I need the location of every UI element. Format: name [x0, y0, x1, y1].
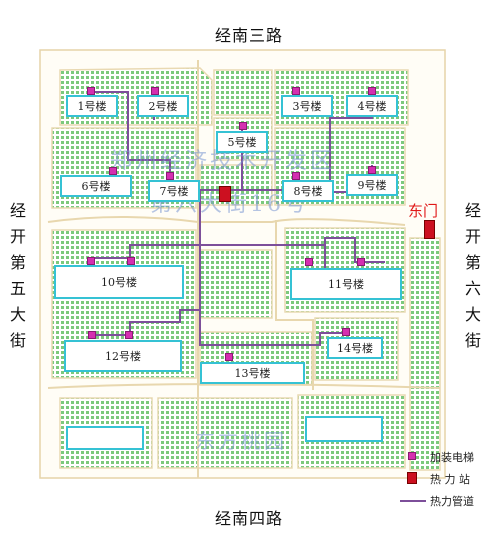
building-14: 14号楼: [327, 337, 383, 359]
building-7: 7号楼: [148, 180, 200, 202]
elevator-marker: [127, 257, 135, 265]
elevator-marker: [368, 166, 376, 174]
elevator-marker: [292, 87, 300, 95]
legend-heat-station-swatch: [407, 472, 417, 484]
heat-station-marker: [219, 186, 231, 202]
building-12: 12号楼: [64, 340, 182, 372]
elevator-marker: [342, 328, 350, 336]
building-unlabeled: [305, 416, 383, 442]
building-8: 8号楼: [282, 180, 334, 202]
elevator-marker: [151, 87, 159, 95]
building-10: 10号楼: [54, 265, 184, 299]
road-north-label: 经南三路: [215, 26, 284, 45]
road-east-label: 经开第六大街: [464, 201, 481, 350]
elevator-marker: [292, 172, 300, 180]
elevator-marker: [225, 353, 233, 361]
road-west-label: 经开第五大街: [9, 201, 26, 350]
legend-elevator-label: 加装电梯: [430, 451, 474, 464]
building-9: 9号楼: [346, 174, 398, 196]
elevator-marker: [357, 258, 365, 266]
elevator-marker: [87, 87, 95, 95]
legend-elevator-swatch: [408, 452, 416, 460]
east-gate-label: 东门: [408, 202, 439, 220]
interior-roads: [47, 60, 441, 478]
legend-heat-station-label: 热 力 站: [430, 473, 470, 486]
community-name-watermark: 东方桃园: [195, 429, 287, 453]
elevator-marker: [368, 87, 376, 95]
building-11: 11号楼: [290, 268, 402, 300]
building-5: 5号楼: [216, 131, 268, 153]
elevator-marker: [87, 257, 95, 265]
elevator-marker: [239, 122, 247, 130]
building-2: 2号楼: [137, 95, 189, 117]
building-3: 3号楼: [281, 95, 333, 117]
legend-heat-pipe-swatch: [400, 500, 426, 502]
building-6: 6号楼: [60, 175, 132, 197]
elevator-marker: [166, 172, 174, 180]
east-gate-marker: [424, 220, 435, 239]
elevator-marker: [109, 167, 117, 175]
elevator-marker: [88, 331, 96, 339]
elevator-marker: [125, 331, 133, 339]
legend-heat-pipe-label: 热力管道: [430, 495, 474, 508]
building-4: 4号楼: [346, 95, 398, 117]
elevator-marker: [305, 258, 313, 266]
building-unlabeled: [66, 426, 144, 450]
road-south-label: 经南四路: [215, 509, 284, 528]
building-1: 1号楼: [66, 95, 118, 117]
address-watermark-line1: 郑州经济技术开发区: [110, 149, 336, 174]
building-13: 13号楼: [200, 362, 305, 384]
